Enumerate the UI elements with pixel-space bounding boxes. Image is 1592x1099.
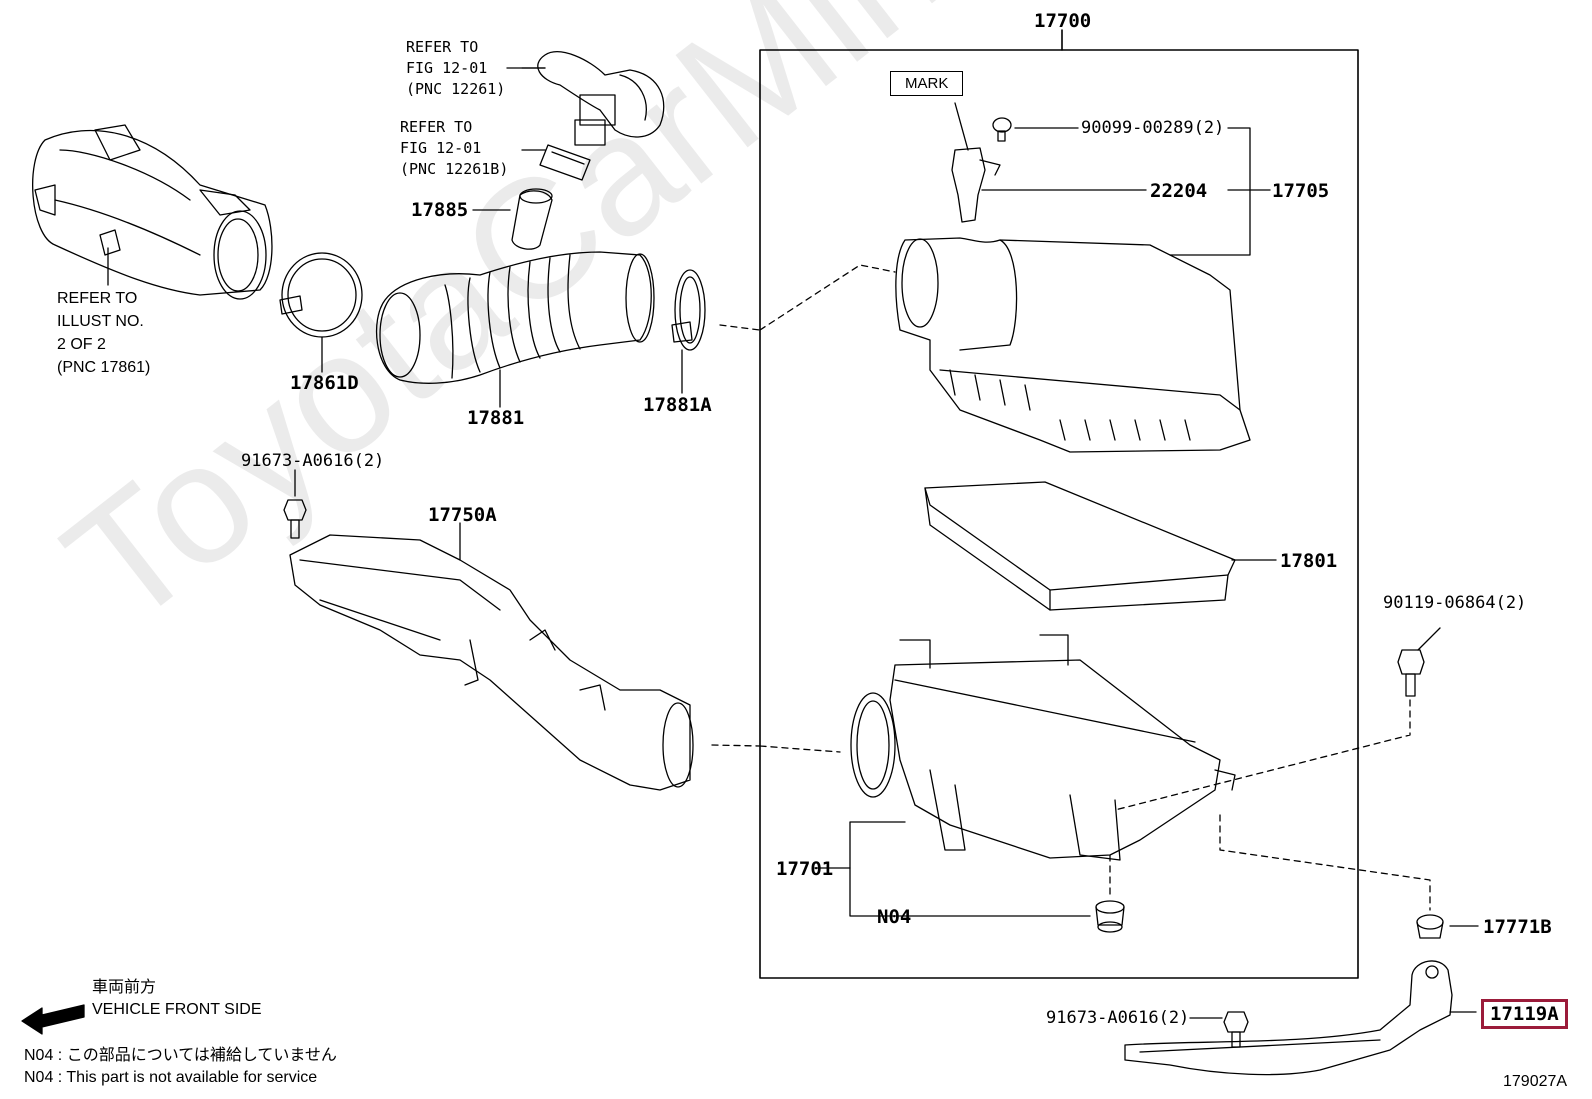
hose-12261-drawing <box>537 51 665 146</box>
part-17750A: 17750A <box>428 504 497 526</box>
part-91673-top: 91673-A0616(2) <box>241 451 385 471</box>
part-91673-bottom: 91673-A0616(2) <box>1046 1008 1190 1028</box>
note-n04-en: N04 : This part is not available for ser… <box>24 1069 318 1086</box>
ref-hose-12261: REFER TO FIG 12-01 (PNC 12261) <box>406 38 506 98</box>
front-side-en: VEHICLE FRONT SIDE <box>92 1001 262 1018</box>
screw-90099-drawing <box>992 117 1012 142</box>
filter-17801-drawing <box>924 481 1236 611</box>
part-17801: 17801 <box>1280 550 1338 572</box>
sensor-22204-drawing <box>951 147 1001 223</box>
bolt-bottom-drawing <box>1223 1011 1249 1048</box>
part-17861D: 17861D <box>290 372 359 394</box>
lower-housing-drawing <box>850 634 1236 861</box>
assembly-box <box>759 49 1359 979</box>
figure-code: 179027A <box>1503 1073 1568 1090</box>
intake-duct-drawing <box>32 124 273 300</box>
front-arrow-icon <box>21 1004 85 1035</box>
part-22204: 22204 <box>1150 180 1208 202</box>
ref-hose-12261B: REFER TO FIG 12-01 (PNC 12261B) <box>400 118 509 178</box>
part-17705: 17705 <box>1272 180 1330 202</box>
part-90119: 90119-06864(2) <box>1383 593 1527 613</box>
part-17771B: 17771B <box>1483 916 1552 938</box>
pipe-17885-drawing <box>511 188 553 250</box>
part-17700: 17700 <box>1034 10 1092 32</box>
clip-12261B-drawing <box>539 144 591 181</box>
hose-17881-drawing <box>375 251 655 384</box>
mark-label: MARK <box>890 71 964 96</box>
clamp-17861D-drawing <box>279 252 363 338</box>
grommet-17771B-drawing <box>1416 914 1444 939</box>
part-N04: N04 <box>877 906 912 928</box>
bolt-right-drawing <box>1397 649 1425 697</box>
duct-17750A-drawing <box>289 534 694 791</box>
gasket-17881A-drawing <box>671 269 706 351</box>
part-17881A: 17881A <box>643 394 712 416</box>
upper-housing-drawing <box>895 237 1251 453</box>
part-17119A-highlighted[interactable]: 17119A <box>1481 999 1568 1029</box>
grommet-N04-drawing <box>1095 900 1125 933</box>
front-side-jp: 車両前方 <box>92 979 157 996</box>
part-17885: 17885 <box>411 199 469 221</box>
part-17881: 17881 <box>467 407 525 429</box>
bolt-top-drawing <box>283 499 307 539</box>
ref-intake-17861: REFER TO ILLUST NO. 2 OF 2 (PNC 17861) <box>57 290 151 376</box>
part-17701: 17701 <box>776 858 834 880</box>
note-n04-jp: N04 : この部品については補給していません <box>24 1047 337 1064</box>
part-90099: 90099-00289(2) <box>1081 118 1225 138</box>
